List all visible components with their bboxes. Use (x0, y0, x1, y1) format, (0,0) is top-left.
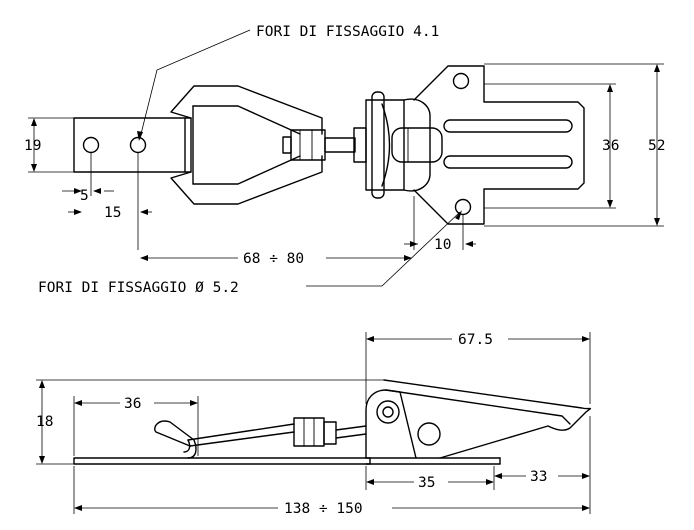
top-view (73, 65, 585, 225)
dim-hole-edge: 10 (434, 237, 451, 253)
dim-slot-height: 36 (602, 138, 619, 154)
dim-base-height: 52 (648, 138, 665, 154)
dim-hook-length: 36 (124, 396, 141, 412)
base-plate (413, 65, 585, 225)
dim-lever-length: 67.5 (458, 332, 493, 348)
top-dimensions (28, 29, 664, 287)
side-lever (365, 379, 592, 459)
side-dimensions (36, 332, 591, 514)
dim-hole-offset: 5 (80, 188, 89, 204)
dim-tip-length: 33 (530, 469, 547, 485)
lever-body (353, 91, 443, 199)
dim-total-length: 138 ÷ 150 (284, 501, 363, 517)
dim-base-length: 35 (418, 475, 435, 491)
catch-plate (73, 117, 192, 173)
dim-hole-spacing: 15 (104, 205, 121, 221)
side-view (73, 379, 592, 465)
wire-loop (170, 85, 323, 205)
side-nut (293, 417, 367, 447)
adjusting-nut (282, 129, 356, 161)
top-note-label: FORI DI FISSAGGIO 4.1 (256, 24, 439, 40)
dim-adjust-range: 68 ÷ 80 (243, 251, 304, 267)
bottom-note-label: FORI DI FISSAGGIO Ø 5.2 (38, 280, 239, 296)
labels: FORI DI FISSAGGIO 4.1 FORI DI FISSAGGIO … (24, 24, 665, 517)
dim-plate-height: 19 (24, 138, 41, 154)
dim-side-height: 18 (36, 414, 53, 430)
side-hook (154, 420, 295, 459)
